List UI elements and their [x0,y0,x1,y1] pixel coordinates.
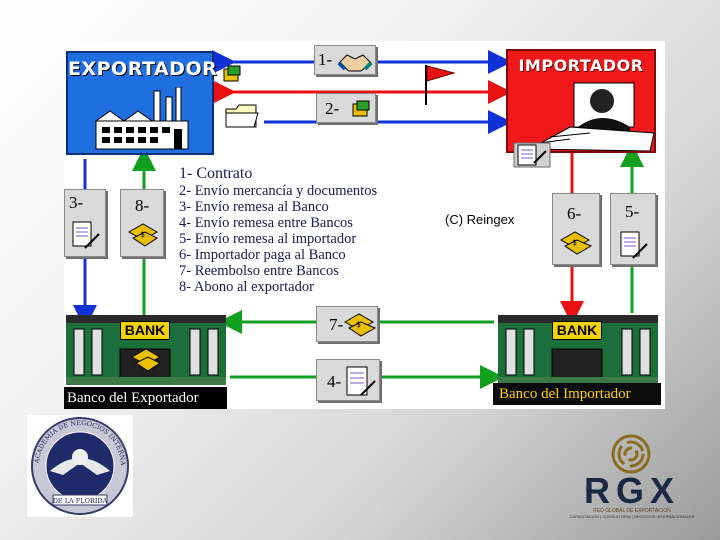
svg-text:$: $ [572,238,577,247]
step-2-label: 2- [325,99,340,118]
svg-text:$: $ [356,320,361,329]
businessman-icon [530,82,654,151]
legend-item: 5- Envío remesa al importador [179,231,357,247]
package-icon [352,100,370,117]
step-8-card: 8- $ [120,189,164,257]
bank-sign: BANK [552,321,602,340]
document-icon [72,221,100,249]
step-7-card: 7- $ [316,306,378,342]
step-5-card: 5- [610,193,656,265]
step-4-label: 4- [327,372,342,391]
step-4-card: 4- [316,359,380,401]
legend-title: 1- Contrato [179,165,253,182]
seal-bottom-text: DE LA FLORIDA [53,497,108,505]
step-6-label: 6- [567,204,582,223]
legend-item: 8- Abono al exportador [179,279,314,295]
importer-bank-label: Banco del Importador [493,383,661,405]
legend-item: 6- Importador paga al Banco [179,247,346,263]
document-icon [513,142,551,168]
legend-item: 2- Envío mercancía y documentos [179,183,378,199]
exporter-bank-label: Banco del Exportador [64,387,227,409]
step-8-label: 8- [135,196,150,215]
document-icon [620,231,648,259]
legend-item: 4- Envío remesa entre Bancos [179,215,353,231]
copyright-text: (C) Reingex [445,212,515,227]
exporter-title: EXPORTADOR [68,58,218,80]
step-5-label: 5- [625,202,640,221]
step-7-label: 7- [329,315,344,334]
step-6-card: 6- $ [552,193,600,265]
rgx-logo: RGX RED GLOBAL DE EXPORTACION CAPACITACI… [566,434,698,522]
exporter-bank-building: BANK [66,315,226,385]
factory-icon [94,87,189,150]
importer-title: IMPORTADOR [518,56,644,75]
flow-diagram: EXPORTADOR 1- [64,41,665,409]
step-3-label: 3- [69,193,84,212]
rgx-letters: RGX [583,470,680,511]
step-3-card: 3- [64,189,106,257]
step-2-card: 2- [316,93,376,123]
money-icon: $ [127,223,159,247]
package-icon [223,65,241,82]
rgx-tagline: RED GLOBAL DE EXPORTACION [593,508,671,514]
legend-item: 3- Envío remesa al Banco [179,199,329,215]
svg-text:$: $ [140,230,145,239]
step-1-card: 1- [314,45,376,75]
step-1-label: 1- [318,50,333,69]
importer-box: IMPORTADOR [506,49,656,153]
importer-bank-building: BANK [498,315,658,385]
money-icon: $ [343,313,377,337]
document-icon [346,366,376,396]
rgx-services: CAPACITACION | CONSULTORIA | NEGOCIOS IN… [569,514,695,519]
maze-icon [611,434,651,474]
bank-sign: BANK [120,321,170,340]
legend: 1- Contrato 2- Envío mercancía y documen… [179,165,424,296]
flag-icon [425,65,456,105]
folder-icon [225,104,259,128]
exporter-box: EXPORTADOR [66,51,218,155]
money-icon [130,348,162,372]
legend-item: 7- Reembolso entre Bancos [179,263,339,279]
academy-seal-logo: ACADEMIA DE NEGOCIOS INTERNACIONALES DE … [27,415,133,517]
money-icon: $ [559,231,593,255]
handshake-icon [337,54,373,72]
